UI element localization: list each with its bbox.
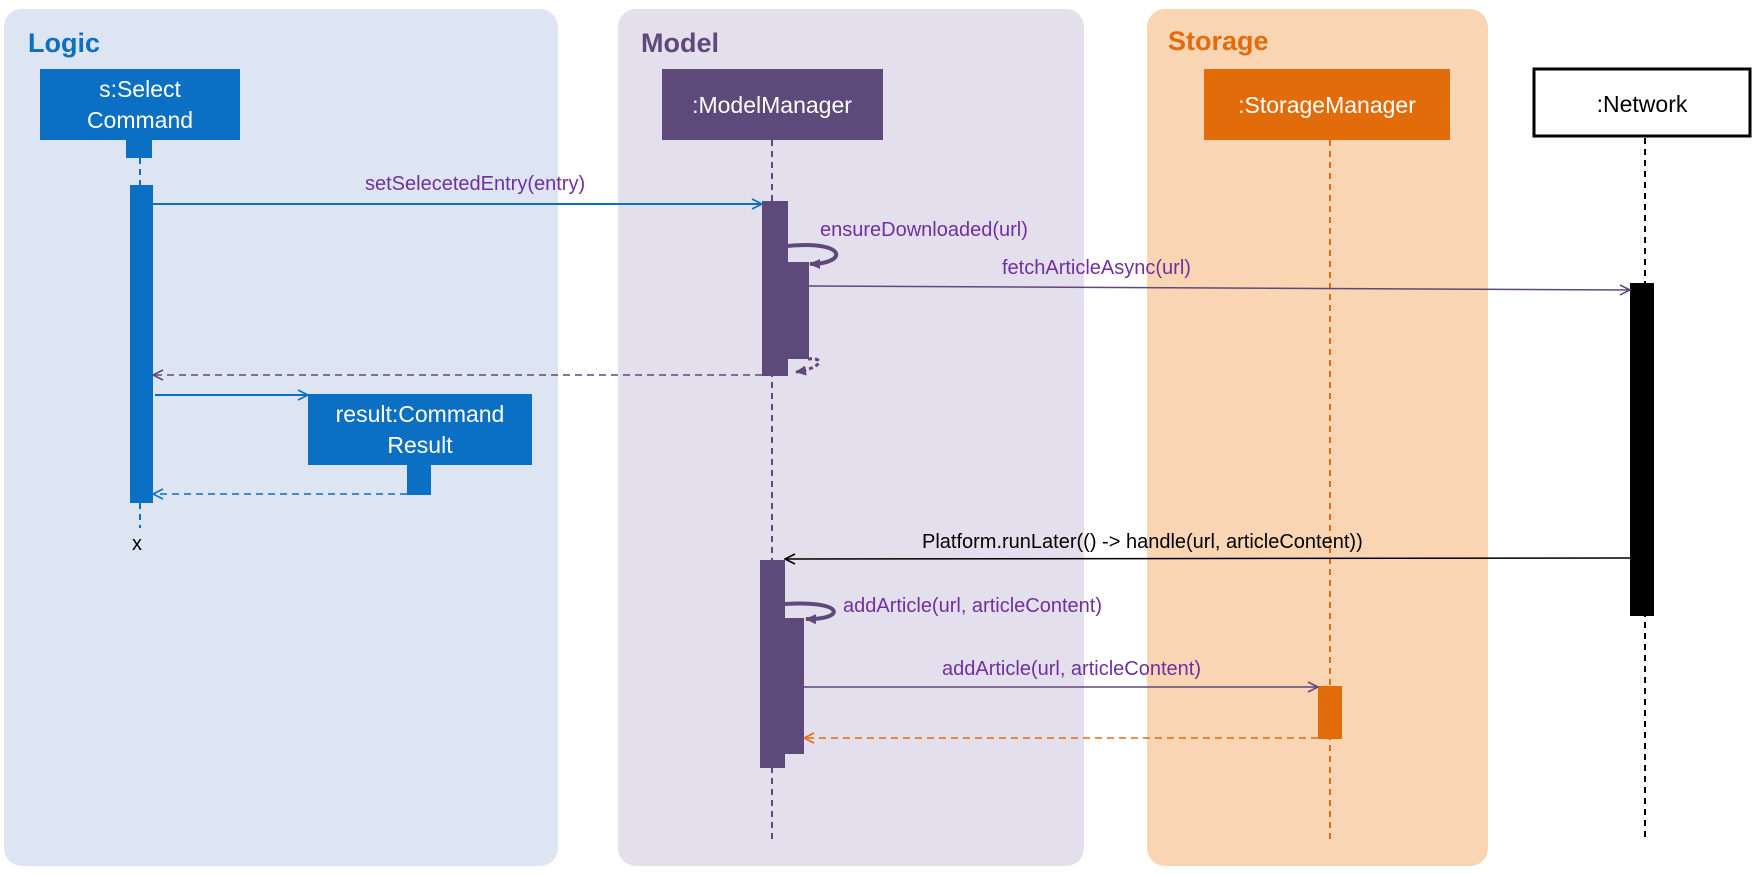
add-article-storage-label: addArticle(url, articleContent): [942, 658, 1201, 680]
fetch-async-arrow: [808, 286, 1630, 290]
network-box: [1532, 67, 1752, 138]
run-later-label: Platform.runLater(() -> handle(url, arti…: [922, 531, 1363, 553]
set-entry-label: setSelecetedEntry(entry): [365, 173, 585, 195]
command-result-activation: [407, 465, 431, 495]
run-later-arrow: [785, 558, 1631, 559]
select-command-creation-block: [126, 140, 152, 158]
model-lane-title: Model: [641, 28, 719, 58]
model-manager-nested-activation-2: [779, 618, 804, 754]
ensure-downloaded-self-arrow: [787, 243, 839, 269]
model-manager-label: :ModelManager: [692, 92, 852, 118]
logic-lane-title: Logic: [28, 28, 100, 58]
storage-manager-box: [1204, 69, 1450, 140]
command-result-label-line1: result:Command: [336, 401, 505, 427]
ensure-downloaded-label: ensureDownloaded(url): [820, 219, 1028, 241]
select-command-label-line1: s:Select: [99, 76, 181, 102]
storage-manager-label: :StorageManager: [1238, 92, 1416, 118]
network-label: :Network: [1597, 91, 1688, 117]
select-command-activation: [130, 185, 153, 503]
command-result-box: [308, 394, 532, 465]
model-lane: [618, 9, 1084, 866]
command-result-label-line2: Result: [387, 432, 453, 458]
network-activation: [1630, 283, 1654, 616]
ensure-downloaded-return-arrow: [795, 357, 821, 376]
storage-lane-title: Storage: [1168, 26, 1269, 56]
destroy-marker: x: [132, 533, 142, 555]
storage-lane: [1147, 9, 1488, 866]
add-article-self-arrow: [784, 601, 836, 625]
select-command-label-line2: Command: [87, 107, 193, 133]
model-manager-nested-activation-1: [780, 262, 809, 359]
fetch-async-label: fetchArticleAsync(url): [1002, 257, 1191, 279]
model-manager-box: [662, 69, 883, 140]
add-article-self-label: addArticle(url, articleContent): [843, 595, 1102, 617]
storage-manager-activation: [1318, 686, 1342, 739]
select-command-box: [40, 69, 240, 140]
